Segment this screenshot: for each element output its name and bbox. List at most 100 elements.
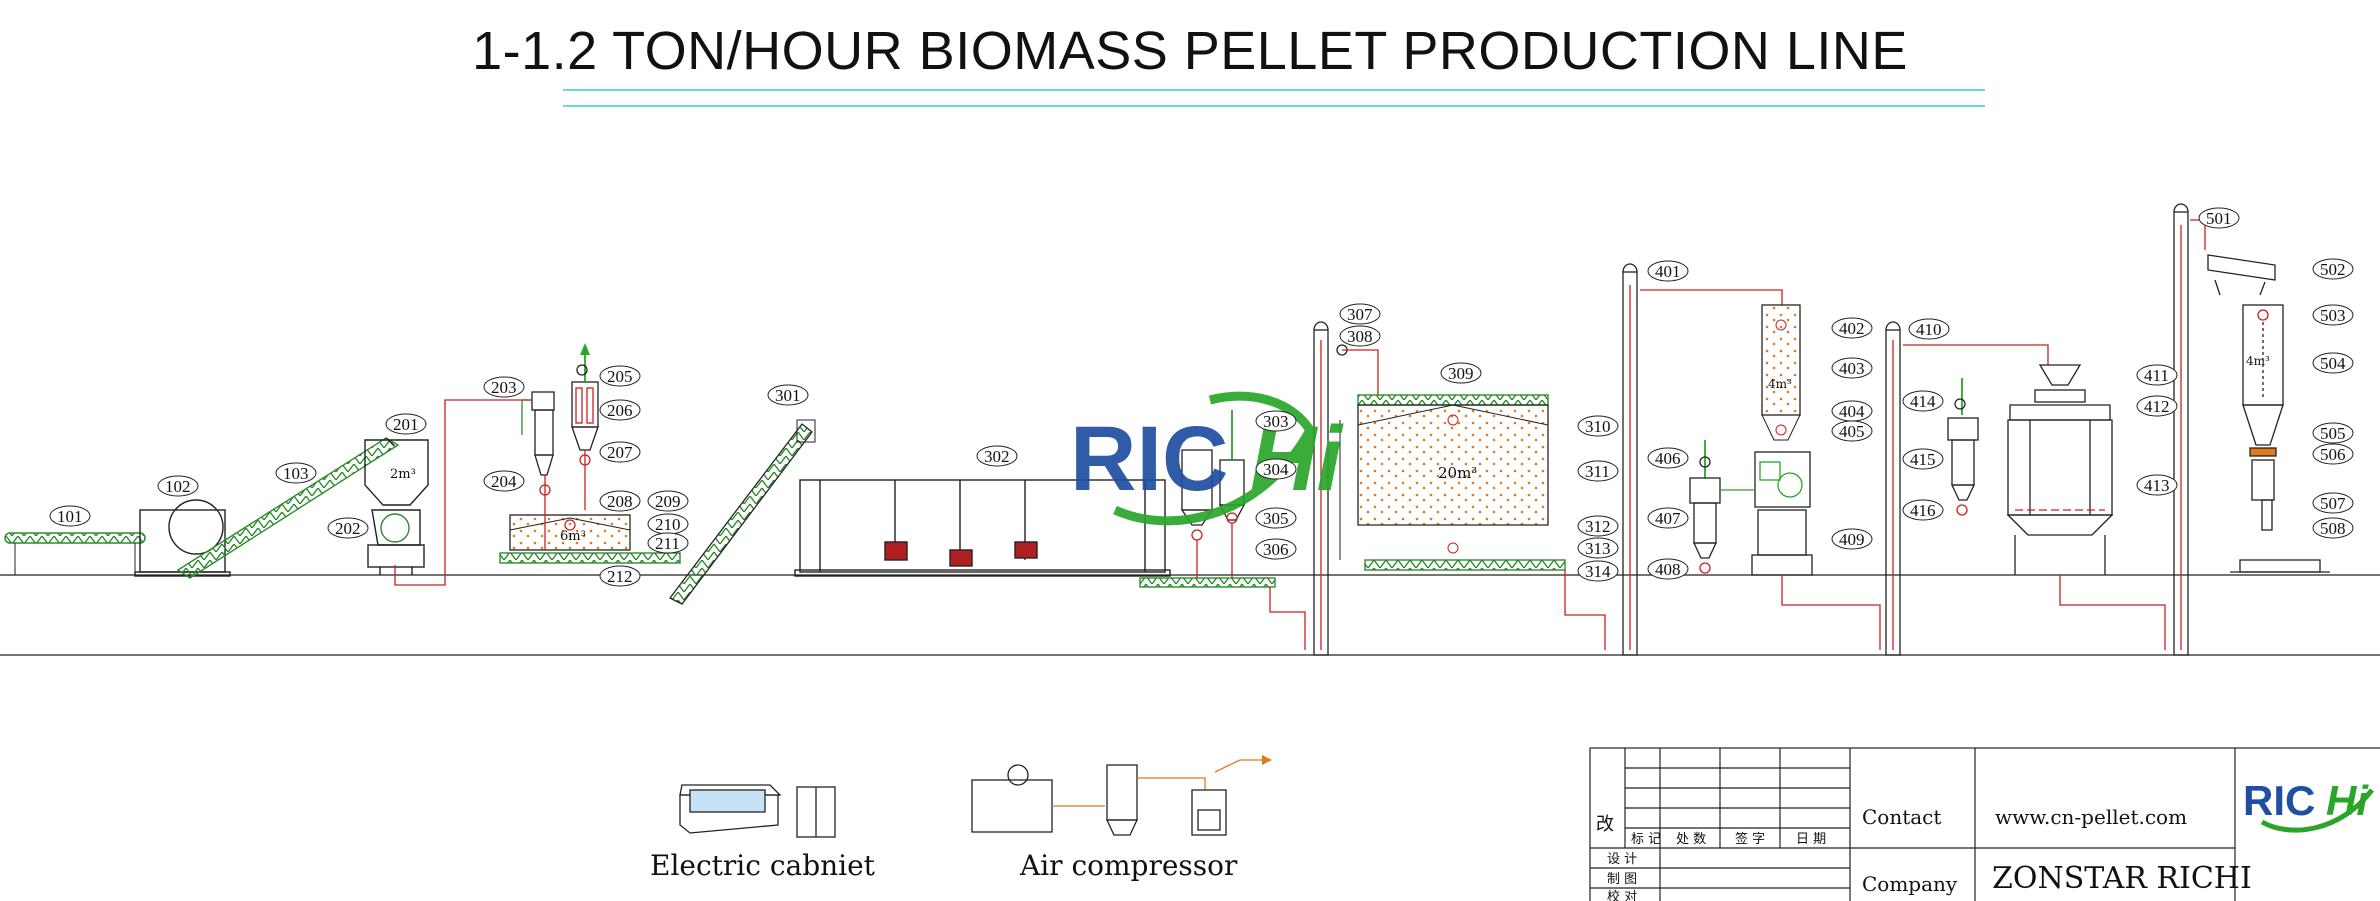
svg-text:503: 503: [2320, 306, 2346, 325]
item-tag-202: 202: [327, 517, 369, 539]
item-tag-208: 208: [599, 490, 641, 512]
item-tag-302: 302: [976, 445, 1018, 467]
svg-text:406: 406: [1655, 449, 1681, 468]
company-value: ZONSTAR RICHI: [1992, 861, 2252, 896]
svg-text:407: 407: [1655, 509, 1681, 528]
bucket-elevator-307: [1313, 321, 1379, 656]
svg-text:304: 304: [1263, 460, 1289, 479]
item-tag-503: 503: [2312, 304, 2354, 326]
item-tag-207: 207: [599, 441, 641, 463]
svg-text:312: 312: [1585, 517, 1611, 536]
svg-text:201: 201: [393, 415, 419, 434]
contact-value: www.cn-pellet.com: [1995, 805, 2187, 829]
legend-air-compressor: Air compressor: [1019, 849, 1238, 882]
svg-text:207: 207: [607, 443, 633, 462]
title-underline: [563, 89, 1985, 107]
item-tag-103: 103: [275, 462, 317, 484]
col-sign: 签 字: [1735, 831, 1765, 847]
svg-text:210: 210: [655, 515, 681, 534]
bucket-elevator-401: [1622, 263, 1783, 656]
pellet-mill-409: [1751, 451, 1881, 650]
col-count: 处 数: [1676, 832, 1706, 847]
item-tag-201: 201: [385, 413, 427, 435]
item-tag-211: 211: [647, 532, 689, 554]
legend-electric-cabinet: Electric cabniet: [650, 849, 876, 882]
item-tag-416: 416: [1902, 499, 1944, 521]
svg-text:416: 416: [1910, 501, 1936, 520]
volume-201: 2m³: [390, 467, 416, 482]
finished-bin-504: 4m³: [2242, 304, 2284, 446]
storage-bin-208: 6m³: [499, 514, 681, 564]
svg-text:414: 414: [1910, 392, 1936, 411]
svg-text:402: 402: [1839, 319, 1865, 338]
svg-text:308: 308: [1347, 327, 1373, 346]
svg-text:212: 212: [607, 567, 633, 586]
svg-text:310: 310: [1585, 417, 1611, 436]
inclined-feeder-301: [669, 419, 816, 605]
item-tag-304: 304: [1255, 458, 1297, 480]
company-label: Company: [1862, 872, 1958, 896]
item-tag-311: 311: [1577, 460, 1619, 482]
ground-lines: [0, 574, 2380, 656]
item-tag-305: 305: [1255, 507, 1297, 529]
svg-text:311: 311: [1585, 462, 1610, 481]
svg-text:404: 404: [1839, 402, 1865, 421]
row-checking: 校 对: [1607, 889, 1637, 901]
bucket-elevator-410: [1885, 321, 2049, 656]
item-tag-403: 403: [1831, 357, 1873, 379]
svg-text:504: 504: [2320, 354, 2346, 373]
svg-text:403: 403: [1839, 359, 1865, 378]
svg-text:202: 202: [335, 519, 361, 538]
item-tag-205: 205: [599, 365, 641, 387]
svg-text:415: 415: [1910, 450, 1936, 469]
item-tag-414: 414: [1902, 390, 1944, 412]
title-block: [1589, 747, 2380, 901]
svg-text:204: 204: [491, 472, 517, 491]
volume-208: 6m³: [560, 529, 586, 544]
item-tag-508: 508: [2312, 517, 2354, 539]
item-tag-507: 507: [2312, 492, 2354, 514]
bucket-elevator-501: [2173, 203, 2206, 656]
item-tag-405: 405: [1831, 420, 1873, 442]
revision-mark: 改: [1596, 814, 1614, 835]
pipes-300: [1196, 523, 1306, 650]
electric-cabinet-icon: [679, 784, 836, 838]
item-tag-101: 101: [49, 505, 91, 527]
vibrating-screen-502: [2207, 254, 2276, 296]
svg-text:303: 303: [1263, 412, 1289, 431]
svg-text:306: 306: [1263, 540, 1289, 559]
screw-conveyor-306: [1139, 577, 1276, 588]
svg-text:411: 411: [2144, 366, 2169, 385]
col-date: 日 期: [1796, 832, 1826, 847]
item-tag-308: 308: [1339, 325, 1381, 347]
item-tag-206: 206: [599, 399, 641, 421]
svg-text:507: 507: [2320, 494, 2346, 513]
svg-text:405: 405: [1839, 422, 1865, 441]
svg-text:413: 413: [2144, 476, 2170, 495]
item-tag-406: 406: [1647, 447, 1689, 469]
volume-504: 4m³: [2246, 354, 2270, 368]
storage-bin-309: 20m³: [1339, 394, 1606, 650]
cyclone-415: [1947, 378, 1979, 516]
svg-text:401: 401: [1655, 262, 1681, 281]
belt-conveyor-101: [4, 532, 146, 575]
item-tag-310: 310: [1577, 415, 1619, 437]
hopper-201: 2m³: [364, 439, 429, 506]
item-tag-203: 203: [483, 376, 525, 398]
item-tag-409: 409: [1831, 528, 1873, 550]
svg-text:410: 410: [1916, 320, 1942, 339]
item-tag-301: 301: [767, 384, 809, 406]
cyclone-407: [1689, 440, 1755, 574]
svg-text:208: 208: [607, 492, 633, 511]
packing-machine-507: [2230, 447, 2330, 573]
richi-watermark: RIC Hi: [1070, 391, 1344, 526]
item-tag-401: 401: [1647, 260, 1689, 282]
svg-text:205: 205: [607, 367, 633, 386]
logo-text-blue: RIC: [2243, 777, 2315, 824]
contact-label: Contact: [1862, 805, 1941, 829]
svg-text:508: 508: [2320, 519, 2346, 538]
rotary-dryer-302: [794, 479, 1171, 577]
item-tag-413: 413: [2136, 474, 2178, 496]
